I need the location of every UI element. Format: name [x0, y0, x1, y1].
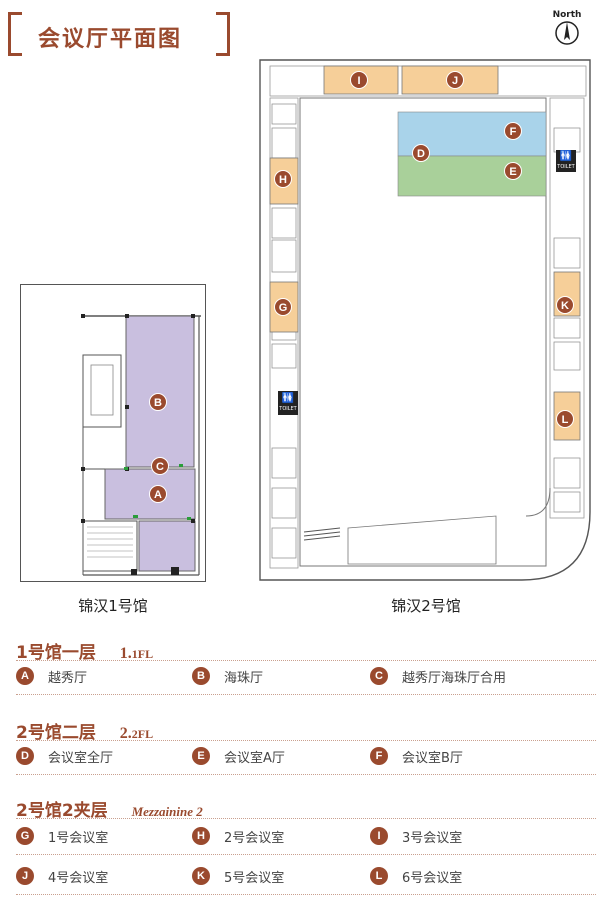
legend-item-d[interactable]: D 会议室全厅	[16, 746, 113, 766]
building-1-label: 锦汉1号馆	[78, 597, 148, 615]
title-bracket-left	[8, 12, 22, 56]
legend-badge-g: G	[16, 827, 34, 845]
legend-item-g[interactable]: G 1号会议室	[16, 826, 108, 846]
legend-item-k[interactable]: K 5号会议室	[192, 866, 284, 886]
legend-badge-l: L	[370, 867, 388, 885]
section-2-floor: 2.2FL	[119, 725, 154, 742]
building-1-floorplan	[81, 314, 201, 576]
legend-badge-f: F	[370, 747, 388, 765]
section-2-divider	[16, 740, 596, 741]
legend-item-c[interactable]: C 越秀厅海珠厅合用	[370, 666, 506, 686]
legend-badge-i: I	[370, 827, 388, 845]
legend-badge-c: C	[370, 667, 388, 685]
legend-label-d: 会议室全厅	[48, 750, 114, 766]
legend-item-l[interactable]: L 6号会议室	[370, 866, 462, 886]
north-compass: North	[552, 10, 582, 46]
section-1-bottom-divider	[16, 694, 596, 695]
marker-e[interactable]: E	[504, 162, 522, 180]
marker-f[interactable]: F	[504, 122, 522, 140]
title-bracket-right	[216, 12, 230, 56]
legend-label-a: 越秀厅	[48, 670, 88, 686]
legend-badge-e: E	[192, 747, 210, 765]
marker-l[interactable]: L	[556, 410, 574, 428]
section-2-title: 2号馆二层	[16, 723, 96, 743]
section-1-floor: 1.1FL	[119, 645, 154, 662]
building-2-floorplan	[259, 59, 591, 581]
section-1-title: 1号馆一层	[16, 643, 96, 663]
legend-badge-d: D	[16, 747, 34, 765]
legend-label-l: 6号会议室	[402, 870, 463, 886]
marker-i[interactable]: I	[350, 71, 368, 89]
legend-label-i: 3号会议室	[402, 830, 463, 846]
legend-badge-h: H	[192, 827, 210, 845]
section-2-bottom-divider	[16, 774, 596, 775]
section-3-bottom-divider	[16, 894, 596, 895]
section-3-mid-divider	[16, 854, 596, 855]
building-2-label: 锦汉2号馆	[391, 597, 461, 615]
building-1-frame: B C A	[20, 284, 206, 582]
legend-label-c: 越秀厅海珠厅合用	[402, 670, 507, 686]
building-2-frame: 🚻 TOILET 🚻 TOILET I J F D E H G K L	[256, 58, 592, 582]
legend-item-b[interactable]: B 海珠厅	[192, 666, 263, 686]
toilet-icon-left: 🚻 TOILET	[278, 391, 298, 415]
legend-item-j[interactable]: J 4号会议室	[16, 866, 108, 886]
toilet-icon-right: 🚻 TOILET	[556, 150, 576, 172]
marker-b[interactable]: B	[149, 393, 167, 411]
section-2-heading: 2号馆二层 2.2FL	[16, 718, 153, 743]
legend-label-g: 1号会议室	[48, 830, 109, 846]
marker-g[interactable]: G	[274, 298, 292, 316]
legend-label-j: 4号会议室	[48, 870, 109, 886]
marker-a[interactable]: A	[149, 485, 167, 503]
legend-item-h[interactable]: H 2号会议室	[192, 826, 284, 846]
north-label: North	[552, 10, 582, 20]
legend-label-b: 海珠厅	[224, 670, 264, 686]
legend-item-e[interactable]: E 会议室A厅	[192, 746, 285, 766]
legend-badge-j: J	[16, 867, 34, 885]
legend-item-f[interactable]: F 会议室B厅	[370, 746, 463, 766]
marker-j[interactable]: J	[446, 71, 464, 89]
section-3-title: 2号馆2夹层	[16, 801, 108, 821]
section-3-heading: 2号馆2夹层 Mezzainine 2	[16, 796, 203, 821]
marker-d[interactable]: D	[412, 144, 430, 162]
marker-h[interactable]: H	[274, 170, 292, 188]
legend-label-k: 5号会议室	[224, 870, 285, 886]
section-3-floor: Mezzainine 2	[131, 804, 203, 819]
legend-item-i[interactable]: I 3号会议室	[370, 826, 462, 846]
section-3-divider	[16, 818, 596, 819]
marker-k[interactable]: K	[556, 296, 574, 314]
page-title-frame: 会议厅平面图	[8, 12, 230, 56]
legend-badge-k: K	[192, 867, 210, 885]
north-arrow-icon	[555, 21, 579, 45]
legend-badge-b: B	[192, 667, 210, 685]
legend-label-h: 2号会议室	[224, 830, 285, 846]
legend-badge-a: A	[16, 667, 34, 685]
legend-label-e: 会议室A厅	[224, 750, 285, 766]
page-title: 会议厅平面图	[38, 27, 183, 52]
section-1-divider	[16, 660, 596, 661]
legend-item-a[interactable]: A 越秀厅	[16, 666, 87, 686]
section-1-heading: 1号馆一层 1.1FL	[16, 638, 153, 663]
legend-label-f: 会议室B厅	[402, 750, 463, 766]
marker-c[interactable]: C	[151, 457, 169, 475]
